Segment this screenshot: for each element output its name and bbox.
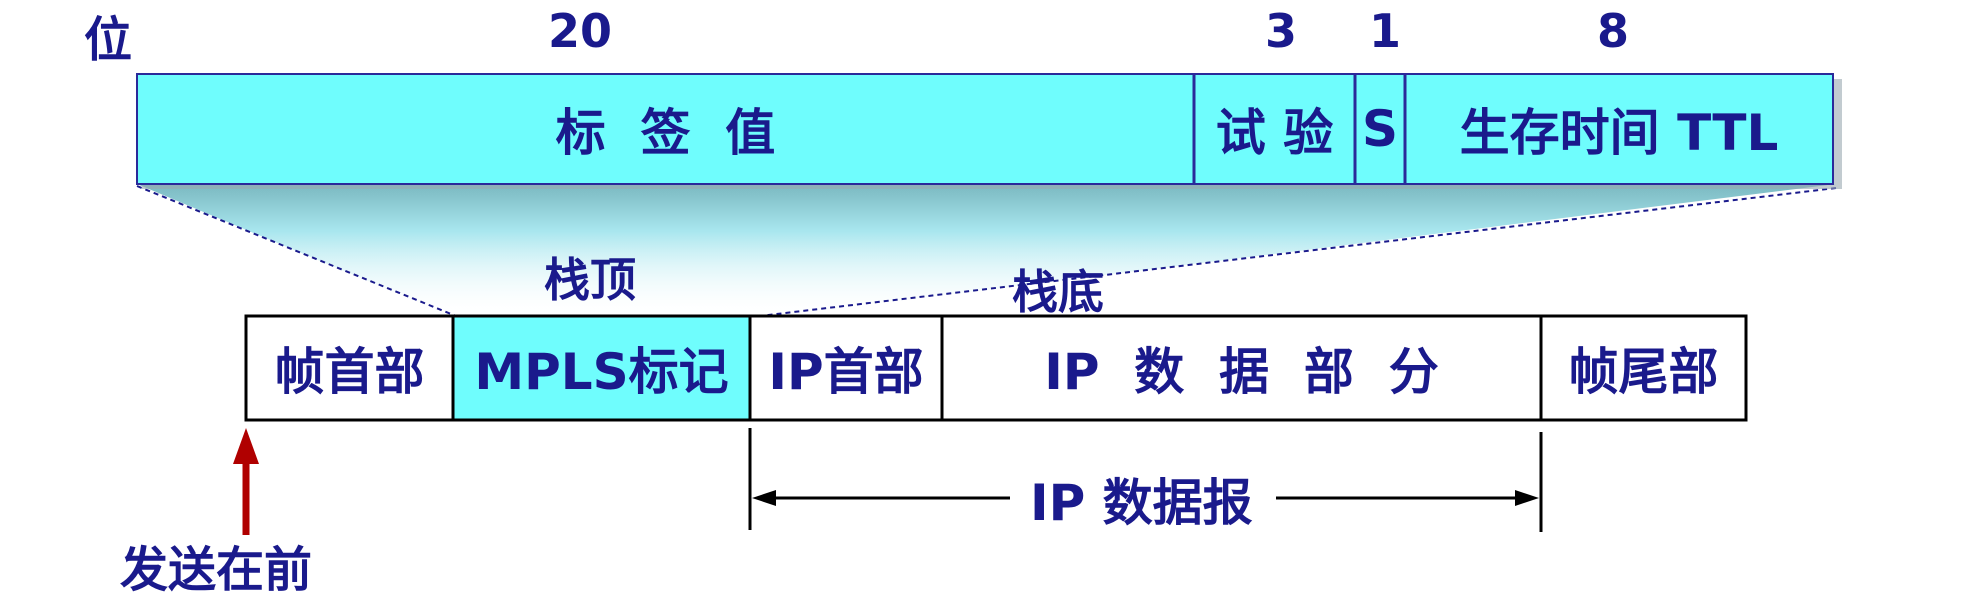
ip-datagram-label: IP 数据报 [1030, 474, 1253, 532]
frame-row [244, 314, 1748, 422]
field-ttl: 生存时间 TTL [1459, 104, 1779, 162]
stack-bottom-label: 栈底 [1012, 265, 1104, 319]
projection-fan [137, 184, 1836, 318]
label-header-bar [136, 73, 1834, 185]
ip-header: IP首部 [768, 343, 924, 401]
bits-label: 位 [84, 12, 133, 68]
mpls-label-cell-fill [453, 316, 750, 420]
send-arrow-head [233, 428, 259, 464]
frame-header: 帧首部 [274, 343, 425, 401]
field-experimental: 试 验 [1215, 104, 1334, 162]
bit-width-label-value: 20 [547, 4, 613, 58]
mpls-label: MPLS标记 [474, 343, 729, 401]
datagram-arrowhead-left [752, 490, 776, 506]
bit-width-experimental: 3 [1264, 4, 1298, 58]
stack-top-label: 栈顶 [544, 253, 636, 307]
bit-width-s: 1 [1368, 4, 1402, 58]
field-s-bit: S [1361, 100, 1398, 158]
projection-line-left [136, 185, 457, 317]
field-label-value: 标 签 值 [555, 104, 776, 162]
send-first-label: 发送在前 [120, 542, 313, 598]
frame-trailer: 帧尾部 [1568, 343, 1719, 401]
datagram-arrowhead-right [1515, 490, 1539, 506]
bit-width-ttl: 8 [1596, 4, 1630, 58]
ip-data: IP 数 据 部 分 [1044, 343, 1439, 401]
projection-line-right [759, 187, 1837, 317]
